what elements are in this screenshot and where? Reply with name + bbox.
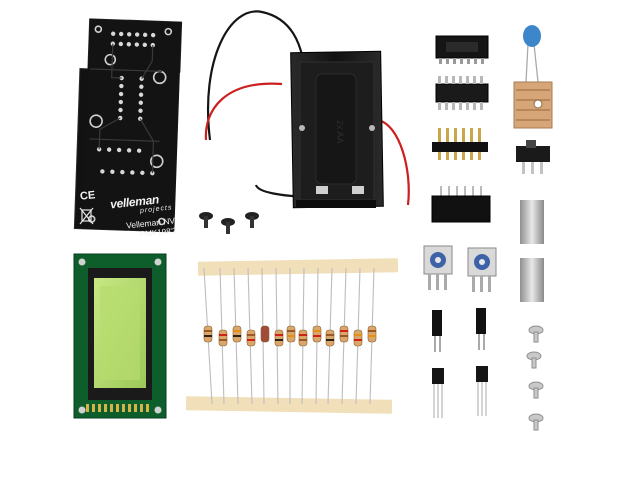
push-button-2 xyxy=(476,308,486,350)
ceramic-capacitor xyxy=(523,25,541,83)
lcd-module xyxy=(73,253,167,419)
svg-text:2x AA: 2x AA xyxy=(335,120,345,144)
resistor-strip xyxy=(185,258,399,414)
screw-group-top xyxy=(199,212,259,234)
pin-header xyxy=(432,128,488,160)
battery-holder: 2x AA xyxy=(204,10,410,209)
ic-socket xyxy=(435,35,489,64)
potentiometer-1 xyxy=(423,245,453,290)
slide-switch xyxy=(516,140,550,174)
female-header xyxy=(431,186,491,223)
ce-mark: CE xyxy=(79,189,96,203)
weee-bin-icon xyxy=(79,207,94,225)
transistor-1 xyxy=(432,368,444,418)
ic-chip xyxy=(435,76,489,110)
transistor-2 xyxy=(476,366,488,416)
voltage-regulator xyxy=(513,81,553,129)
pcb-board xyxy=(73,18,183,233)
potentiometer-2 xyxy=(467,247,497,292)
push-button-1 xyxy=(432,310,442,352)
screw-group-right xyxy=(526,325,544,431)
spacers xyxy=(520,200,544,302)
